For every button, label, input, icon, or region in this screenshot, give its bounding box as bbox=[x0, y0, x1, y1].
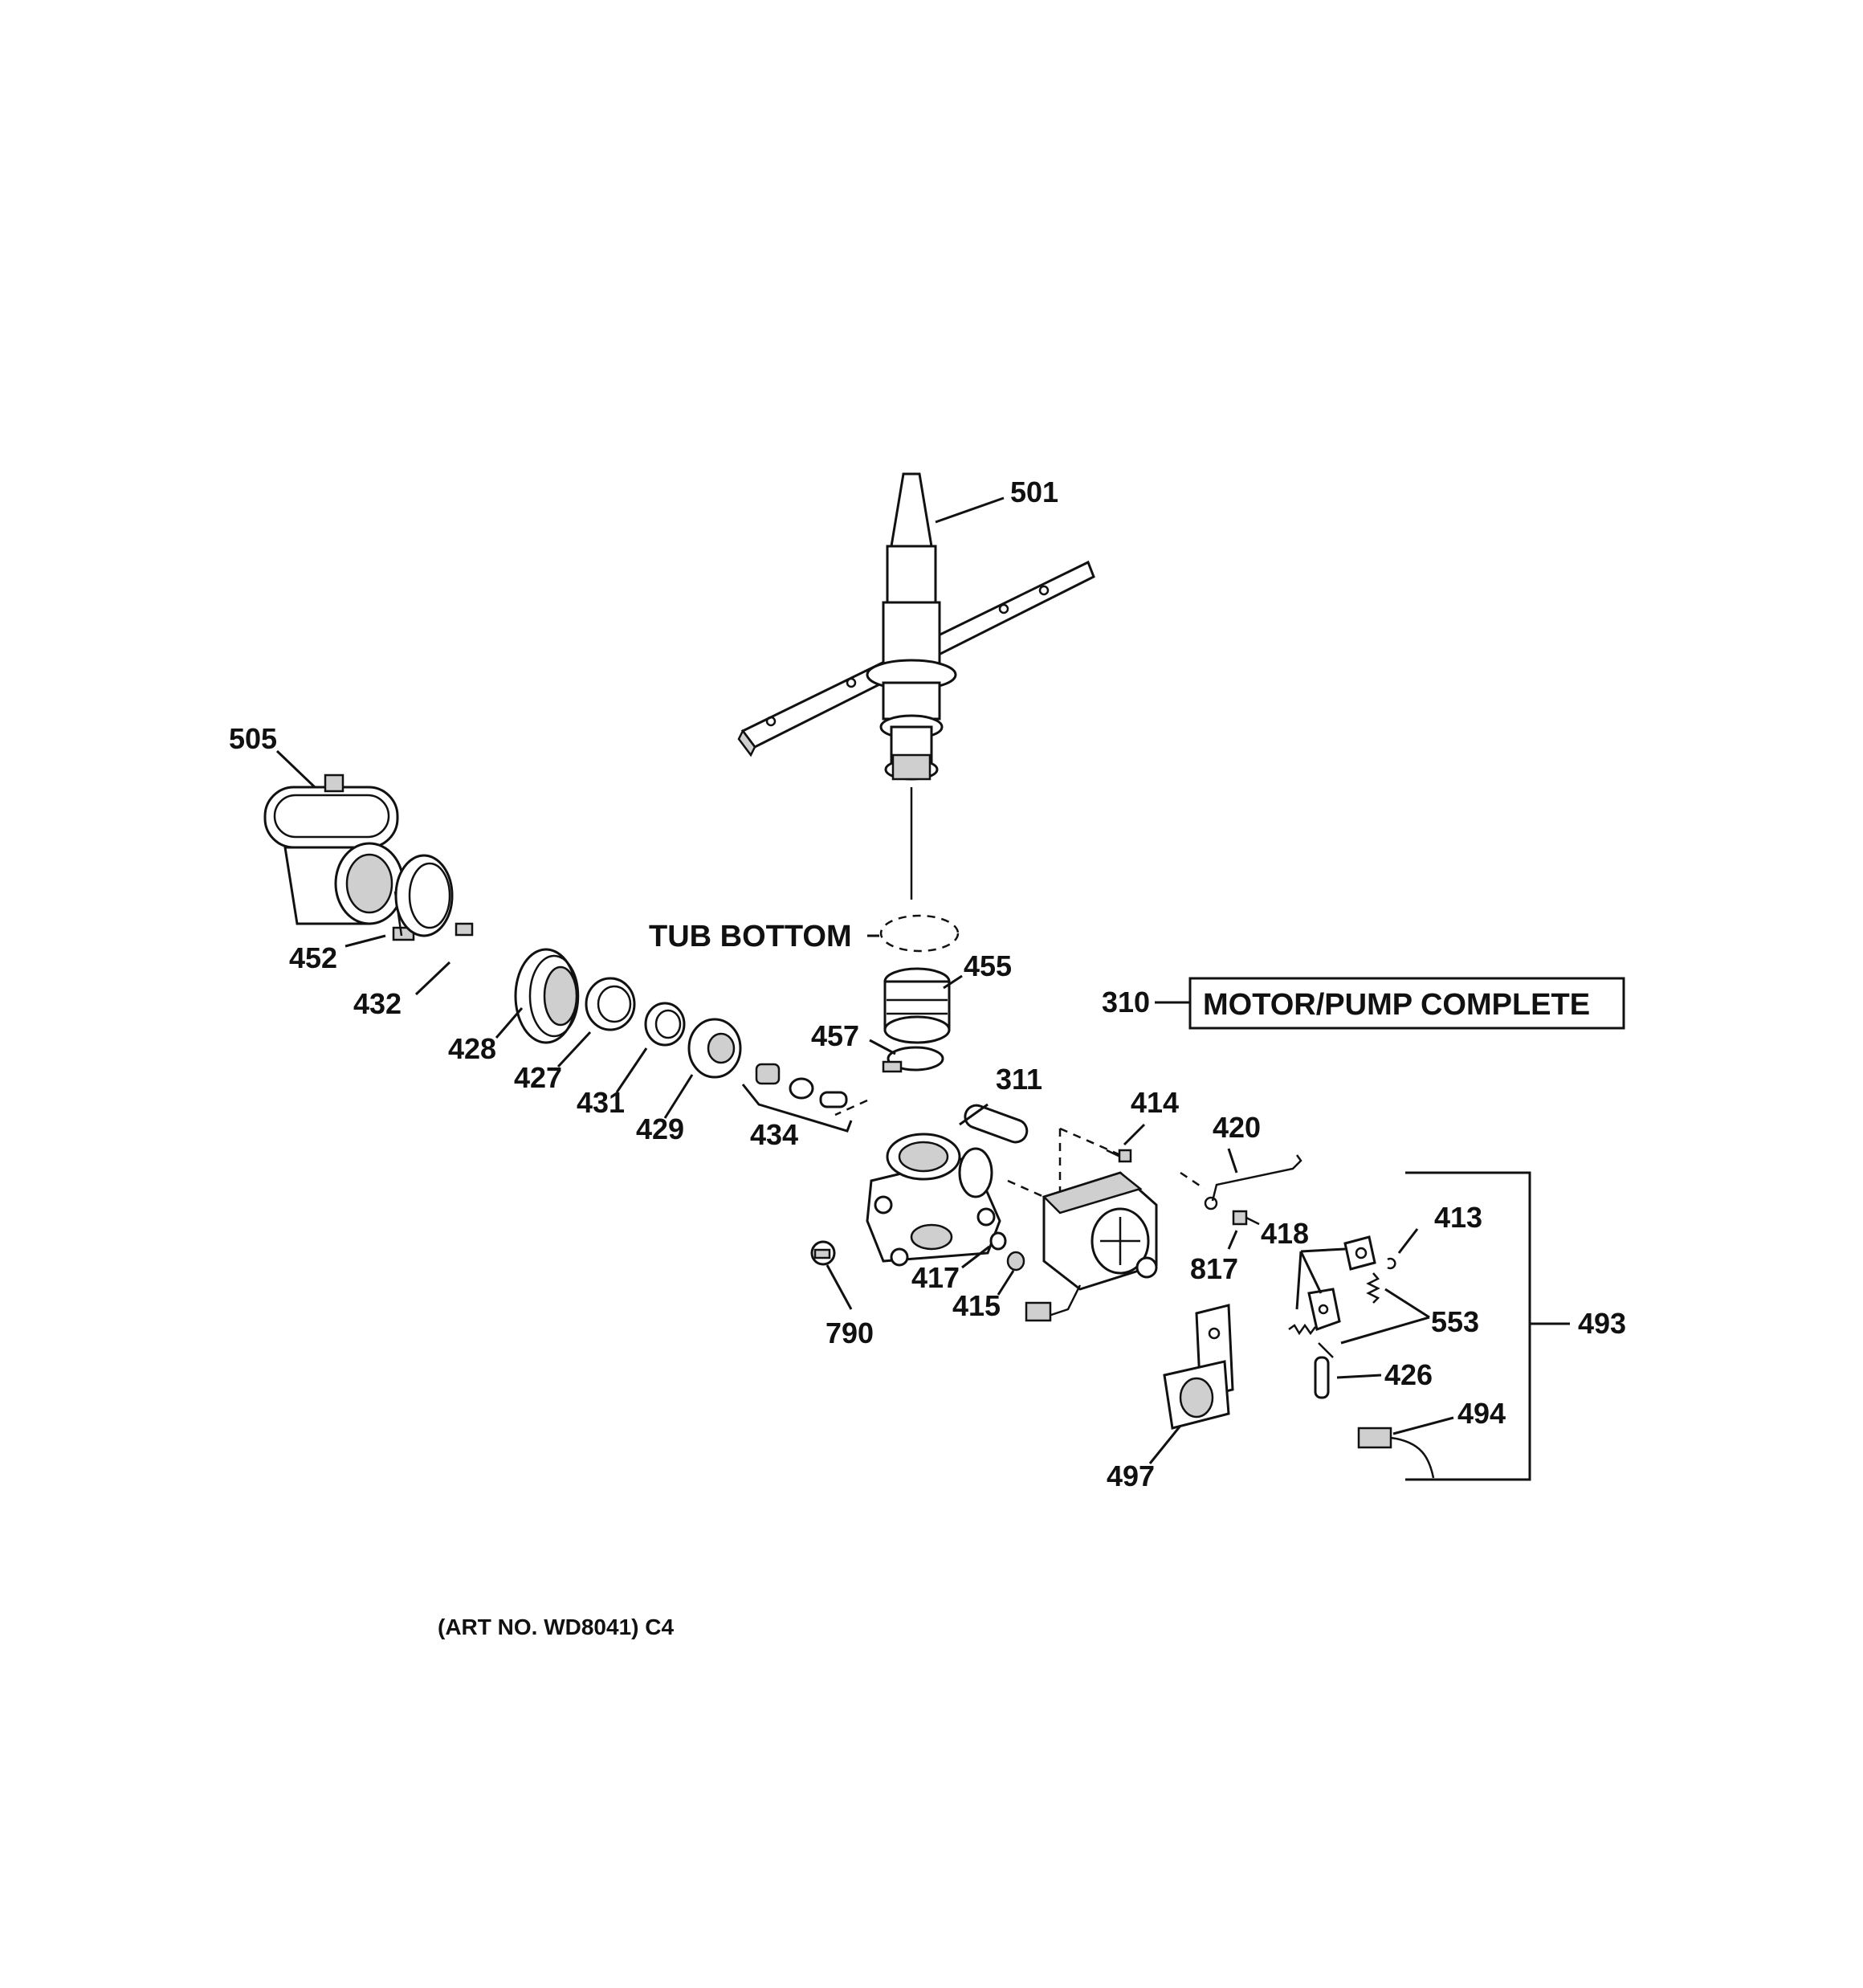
clamp-457 bbox=[882, 1046, 944, 1073]
ring-427 bbox=[585, 977, 636, 1031]
lower-spray-arm-assembly bbox=[737, 472, 1095, 900]
bushings-434 bbox=[755, 1063, 848, 1108]
callout-310: 310 bbox=[1102, 986, 1150, 1018]
tub-bottom-label: TUB BOTTOM bbox=[649, 920, 852, 953]
nut-415 bbox=[1006, 1251, 1025, 1272]
callout-311: 311 bbox=[996, 1063, 1042, 1096]
ring-431 bbox=[644, 1002, 686, 1047]
callout-501: 501 bbox=[1010, 476, 1058, 508]
connector-494 bbox=[1357, 1427, 1435, 1479]
impeller-429 bbox=[687, 1018, 742, 1079]
callout-413: 413 bbox=[1434, 1201, 1482, 1234]
callout-497: 497 bbox=[1107, 1459, 1155, 1492]
callout-457: 457 bbox=[811, 1019, 859, 1052]
filter-428 bbox=[514, 948, 580, 1044]
callout-790: 790 bbox=[826, 1316, 874, 1349]
callout-494: 494 bbox=[1457, 1397, 1506, 1430]
clip-790 bbox=[810, 1240, 836, 1266]
callout-414: 414 bbox=[1131, 1086, 1179, 1119]
motor-pump-complete-box bbox=[1188, 977, 1625, 1030]
callout-417: 417 bbox=[911, 1261, 960, 1294]
seal-455 bbox=[883, 967, 951, 1044]
ring-432 bbox=[394, 854, 474, 937]
callout-817: 817 bbox=[1190, 1252, 1238, 1285]
callout-431: 431 bbox=[577, 1086, 625, 1119]
motor-pump-complete-label: MOTOR/PUMP COMPLETE bbox=[1203, 988, 1590, 1022]
lever-418 bbox=[1307, 1235, 1376, 1331]
callout-452: 452 bbox=[289, 941, 337, 974]
screw-414 bbox=[1106, 1149, 1132, 1163]
callout-418: 418 bbox=[1261, 1217, 1309, 1250]
callout-432: 432 bbox=[353, 987, 402, 1020]
sump-505 bbox=[263, 774, 405, 925]
pin-426 bbox=[1314, 1342, 1334, 1399]
callout-505: 505 bbox=[229, 722, 277, 755]
rod-420 bbox=[1204, 1154, 1302, 1210]
callout-426: 426 bbox=[1384, 1358, 1433, 1391]
solenoid-497 bbox=[1163, 1304, 1234, 1430]
pump-housing-311 bbox=[866, 1104, 1029, 1267]
callout-493: 493 bbox=[1578, 1307, 1626, 1340]
callout-553: 553 bbox=[1431, 1305, 1479, 1338]
screw-817 bbox=[1232, 1210, 1260, 1226]
art-number: (ART NO. WD8041) C4 bbox=[438, 1614, 674, 1639]
callout-427: 427 bbox=[514, 1061, 562, 1094]
tub-bottom-ring bbox=[879, 914, 960, 953]
callout-415: 415 bbox=[952, 1289, 1001, 1322]
callout-434: 434 bbox=[750, 1118, 798, 1151]
callout-429: 429 bbox=[636, 1112, 684, 1145]
washer-417 bbox=[989, 1231, 1007, 1251]
motor bbox=[1025, 1171, 1158, 1322]
callout-455: 455 bbox=[964, 949, 1012, 982]
clip-413 bbox=[1387, 1257, 1396, 1270]
springs-553 bbox=[1288, 1272, 1380, 1336]
callout-420: 420 bbox=[1213, 1111, 1261, 1144]
callout-428: 428 bbox=[448, 1032, 496, 1065]
